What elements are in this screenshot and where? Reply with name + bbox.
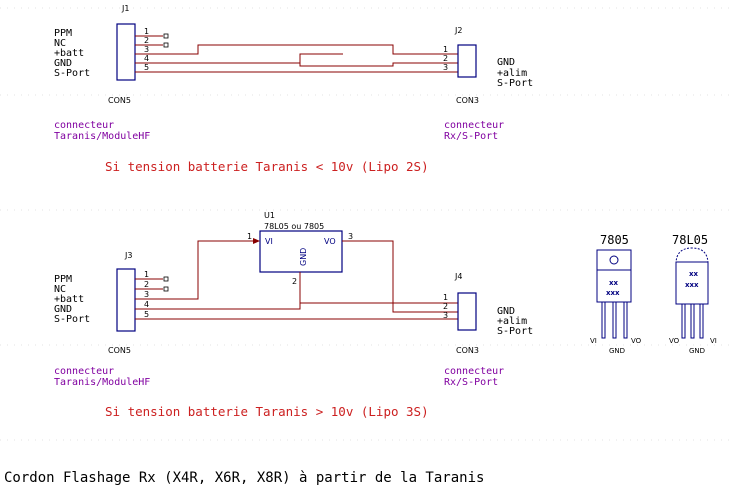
top-caption: Si tension batterie Taranis < 10v (Lipo …: [105, 159, 429, 174]
j3-pin-2: 2: [144, 280, 149, 289]
u1-vo-label: VO: [324, 237, 336, 246]
top-circuit: J1 CON5 1 2 3 4 5 PPM NC +batt GND S-Por…: [54, 4, 533, 174]
j1-signal-batt: +batt: [54, 48, 84, 59]
j2-note-line2: Rx/S-Port: [444, 131, 498, 142]
j4-body: [457, 292, 477, 331]
j3-body: [116, 268, 136, 332]
j4-pin-2: 2: [443, 302, 448, 311]
p78l05-pin-vi: VI: [710, 337, 717, 345]
j3-signal-gnd: GND: [54, 304, 72, 315]
j1-pin-3: 3: [144, 45, 149, 54]
j2-signal-alim: +alim: [497, 68, 527, 79]
j4-note-line1: connecteur: [444, 366, 504, 377]
p78l05-pin-gnd: GND: [689, 347, 705, 355]
j2-pin-2: 2: [443, 54, 448, 63]
p78l05-pin-vo: VO: [669, 337, 680, 345]
j1-signal-nc: NC: [54, 38, 66, 49]
bottom-wires: [163, 240, 458, 320]
j2-value: CON3: [456, 96, 479, 105]
u1-ref: U1: [264, 211, 275, 220]
u1-pin-gnd: 2: [292, 277, 297, 286]
j3-pin-3: 3: [144, 290, 149, 299]
j3-pin-4: 4: [144, 300, 149, 309]
j1-signal-sport: S-Port: [54, 68, 90, 79]
j4-signal-sport: S-Port: [497, 326, 533, 337]
j4-pin-3: 3: [443, 311, 448, 320]
j1-value: CON5: [108, 96, 131, 105]
j2-pin-1: 1: [443, 45, 448, 54]
bottom-caption: Si tension batterie Taranis > 10v (Lipo …: [105, 404, 429, 419]
j1-note-line1: connecteur: [54, 120, 114, 131]
j1-note-line2: Taranis/ModuleHF: [54, 131, 150, 142]
j1-pin-5: 5: [144, 63, 149, 72]
p78l05-name: 78L05: [672, 233, 708, 247]
p7805-pin-vi: VI: [590, 337, 597, 345]
p7805-body: [596, 269, 632, 303]
u1-value: 78L05 ou 7805: [264, 222, 324, 231]
p78l05-mark1: xx: [689, 270, 699, 278]
u1-pin-in: 1: [247, 232, 252, 241]
p7805-mark1: xx: [609, 279, 619, 287]
j2-ref: J2: [454, 26, 462, 35]
j1-nc-marker-1: [163, 33, 169, 39]
j2-note-line1: connecteur: [444, 120, 504, 131]
j2-signal-sport: S-Port: [497, 78, 533, 89]
u1-body: [259, 230, 343, 273]
j3-signal-nc: NC: [54, 284, 66, 295]
p7805-mark2: xxx: [606, 289, 620, 297]
j3-nc-marker-2: [163, 286, 169, 292]
j3-signal-ppm: PPM: [54, 274, 72, 285]
j1-pin-2: 2: [144, 36, 149, 45]
u1-gnd-label: GND: [299, 248, 308, 266]
j4-pin-1: 1: [443, 293, 448, 302]
grid: [0, 7, 731, 441]
p78l05-dome: [675, 247, 709, 265]
j3-signal-sport: S-Port: [54, 314, 90, 325]
j1-pin-4: 4: [144, 54, 149, 63]
j2-signal-gnd: GND: [497, 57, 515, 68]
p7805-mount-hole: [609, 255, 619, 265]
j1-signal-gnd: GND: [54, 58, 72, 69]
j3-pin-1: 1: [144, 270, 149, 279]
p78l05-mark2: xxx: [685, 281, 699, 289]
top-wires: [163, 44, 458, 73]
j3-ref: J3: [124, 251, 132, 260]
j1-ref: J1: [121, 4, 129, 13]
j3-signal-batt: +batt: [54, 294, 84, 305]
j4-signal-gnd: GND: [497, 306, 515, 317]
j1-body: [116, 23, 136, 81]
u1-vi-label: VI: [265, 237, 273, 246]
j1-nc-marker-2: [163, 42, 169, 48]
j3-pin-5: 5: [144, 310, 149, 319]
u1-pin-out: 3: [348, 232, 353, 241]
diagram-title: Cordon Flashage Rx (X4R, X6R, X8R) à par…: [4, 470, 484, 486]
bottom-circuit: U1 78L05 ou 7805 VI VO GND 1 2 3 J3 CON5…: [54, 211, 533, 419]
j3-nc-marker-1: [163, 276, 169, 282]
j4-note-line2: Rx/S-Port: [444, 377, 498, 388]
j1-signal-ppm: PPM: [54, 28, 72, 39]
u1-input-arrow: [253, 238, 260, 244]
j2-body: [457, 44, 477, 78]
j3-note-line1: connecteur: [54, 366, 114, 377]
p7805-pin-gnd: GND: [609, 347, 625, 355]
p78l05-body: [675, 261, 709, 305]
j3-note-line2: Taranis/ModuleHF: [54, 377, 150, 388]
p7805-pin-vo: VO: [631, 337, 642, 345]
j2-pin-3: 3: [443, 63, 448, 72]
package-7805: 7805 xx xxx VI GND VO: [590, 233, 642, 355]
j4-signal-alim: +alim: [497, 316, 527, 327]
p7805-name: 7805: [600, 233, 629, 247]
j4-ref: J4: [454, 272, 462, 281]
j1-pin-1: 1: [144, 27, 149, 36]
j3-value: CON5: [108, 346, 131, 355]
j4-value: CON3: [456, 346, 479, 355]
package-78l05: 78L05 xx xxx VO GND VI: [669, 233, 717, 355]
